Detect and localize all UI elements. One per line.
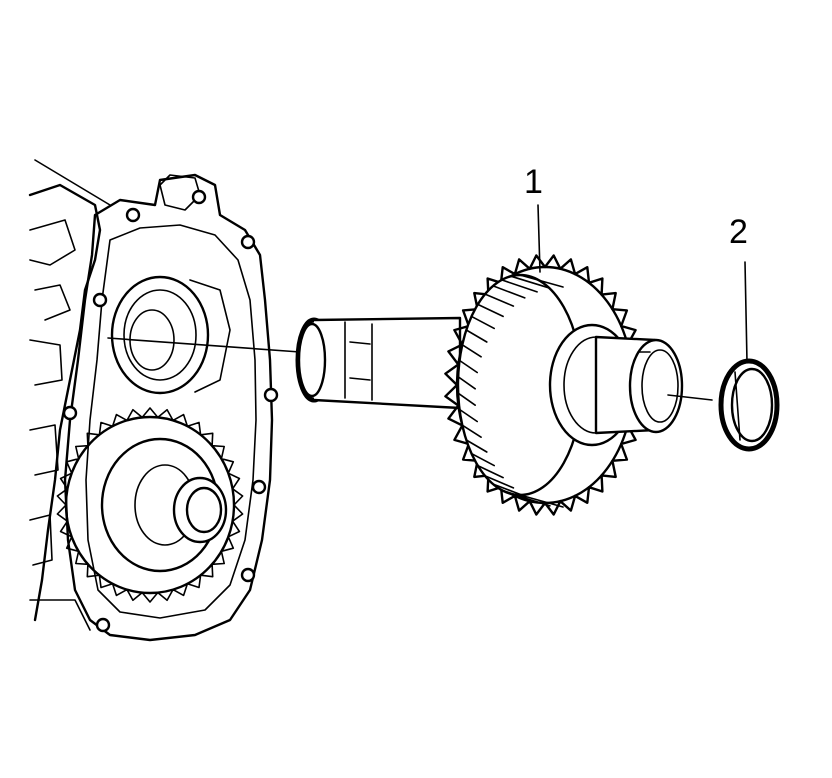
upper-bearing-bore — [110, 275, 231, 395]
countershaft-gear — [56, 407, 244, 603]
bearing-retainer-ring — [718, 358, 780, 452]
callout-2: 2 — [729, 213, 748, 363]
flange-bolt-holes — [62, 189, 279, 633]
callout-label-1: 1 — [524, 163, 543, 201]
callout-1: 1 — [524, 163, 543, 273]
callout-label-2: 2 — [729, 213, 748, 251]
transmission-housing — [28, 159, 279, 642]
output-shaft-gear-assembly — [107, 254, 713, 516]
